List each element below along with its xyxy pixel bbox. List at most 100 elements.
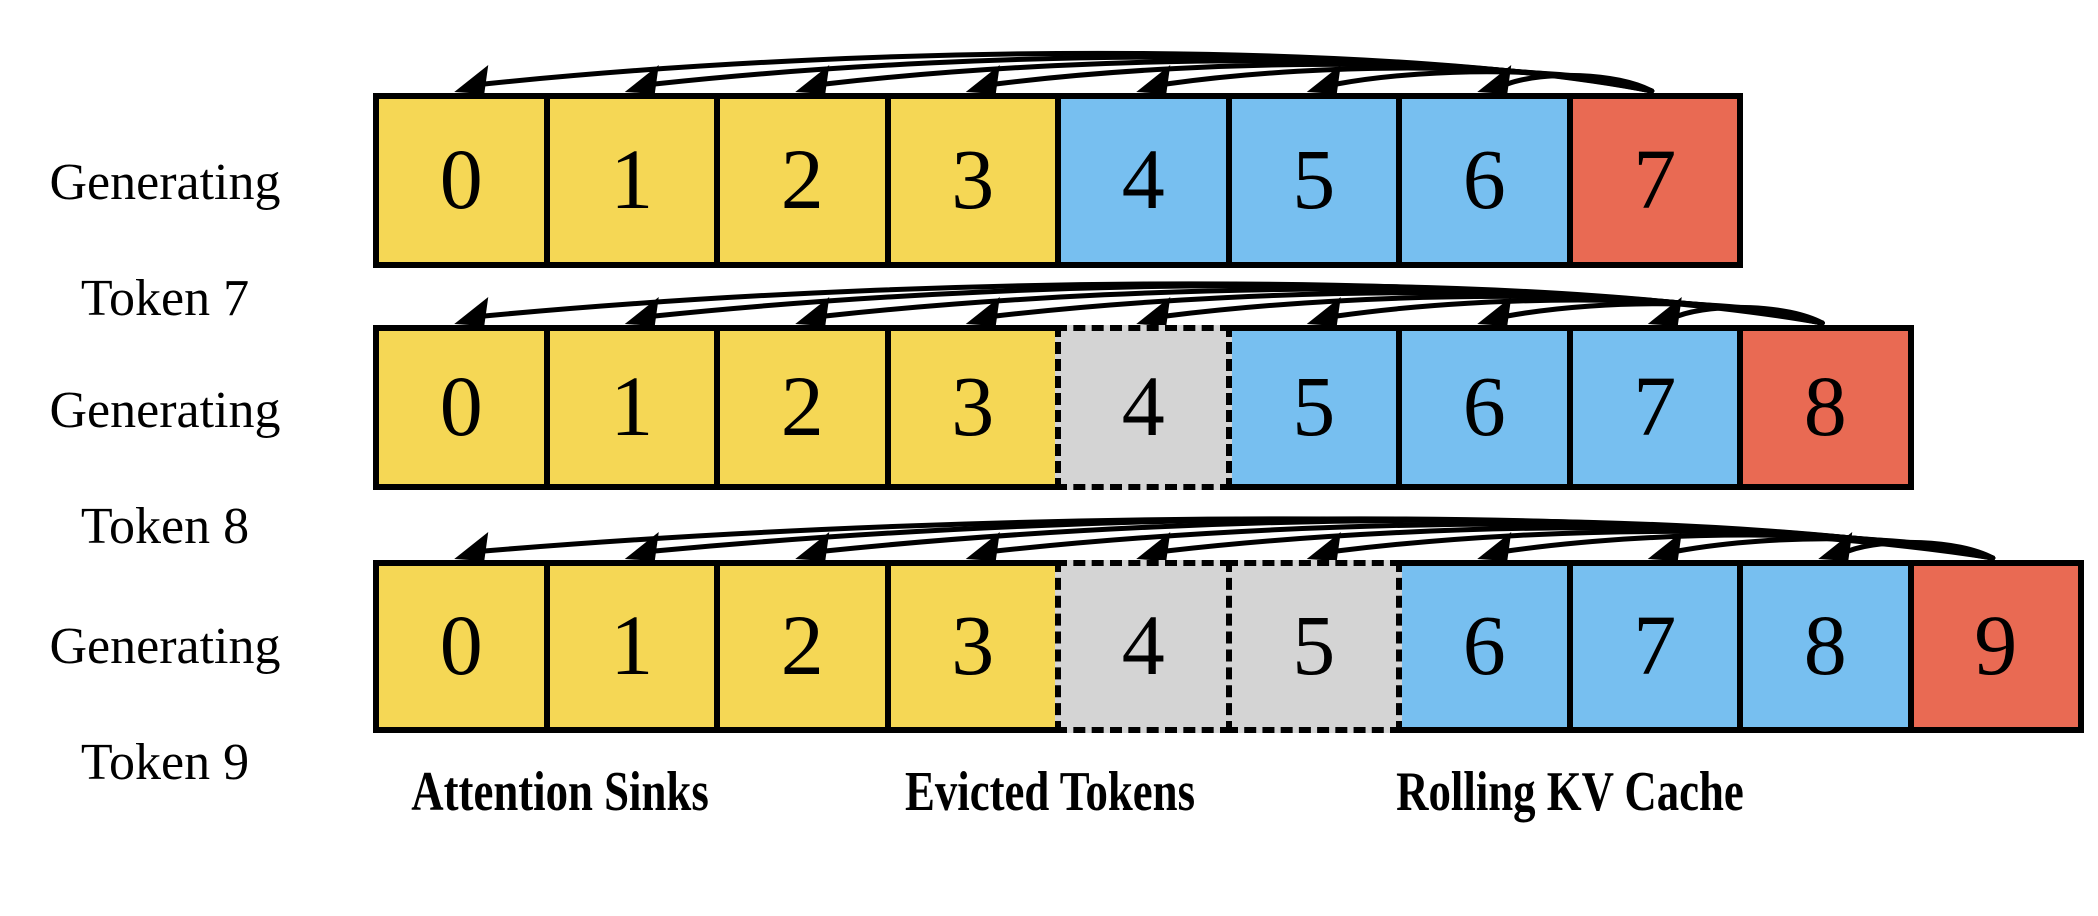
attention-arrow bbox=[993, 521, 1996, 561]
token-index-label: 4 bbox=[1121, 357, 1165, 454]
token-cell-current: 7 bbox=[1566, 93, 1743, 268]
attention-arrow bbox=[1504, 72, 1655, 94]
attention-arrow-head bbox=[1818, 532, 1853, 561]
attention-arrow-head bbox=[624, 297, 659, 326]
token-cell-sink: 3 bbox=[884, 325, 1061, 490]
legend-attention-sinks: Attention Sinks bbox=[360, 762, 760, 822]
token-index-label: 4 bbox=[1121, 130, 1165, 227]
row-label-line-1: Generating bbox=[49, 618, 281, 675]
token-index-label: 1 bbox=[610, 130, 654, 227]
attention-arrow-head bbox=[1306, 65, 1341, 94]
attention-arrow bbox=[652, 282, 1825, 326]
token-cell-evicted: 4 bbox=[1055, 325, 1232, 490]
token-index-label: 6 bbox=[1462, 357, 1506, 454]
token-cell-sink: 0 bbox=[373, 560, 550, 733]
attention-arrow-head bbox=[1306, 297, 1341, 326]
attention-arrow-head bbox=[965, 65, 1000, 94]
attention-arrow-head bbox=[1647, 532, 1682, 561]
attention-arrow-head bbox=[1306, 532, 1341, 561]
attention-arrow-head bbox=[795, 65, 830, 94]
attention-arrow bbox=[822, 58, 1655, 94]
attention-arrow-head bbox=[1477, 532, 1512, 561]
row-label-token-8: Generating Token 8 bbox=[0, 324, 330, 614]
token-index-label: 9 bbox=[1974, 596, 2018, 693]
attention-arrow bbox=[652, 54, 1655, 94]
token-index-label: 2 bbox=[780, 357, 824, 454]
token-cell-cache: 6 bbox=[1396, 560, 1573, 733]
attention-arrow bbox=[1334, 528, 1996, 561]
token-index-label: 3 bbox=[951, 596, 995, 693]
token-cell-evicted: 4 bbox=[1055, 560, 1232, 733]
row-label-line-2: Token 9 bbox=[80, 734, 250, 791]
attention-arrow-head bbox=[1647, 297, 1682, 326]
token-cell-sink: 3 bbox=[884, 560, 1061, 733]
attention-arrow-head bbox=[965, 297, 1000, 326]
row-label-token-9: Generating Token 9 bbox=[0, 560, 330, 850]
attention-arrow-head bbox=[454, 532, 489, 561]
token-index-label: 8 bbox=[1803, 596, 1847, 693]
token-index-label: 5 bbox=[1292, 130, 1336, 227]
attention-arrow bbox=[993, 61, 1655, 94]
token-cell-evicted: 5 bbox=[1225, 560, 1402, 733]
token-index-label: 0 bbox=[439, 596, 483, 693]
attention-arrow-head bbox=[1136, 297, 1171, 326]
token-cell-cache: 6 bbox=[1396, 325, 1573, 490]
attention-arrow bbox=[1675, 304, 1825, 326]
token-index-label: 3 bbox=[951, 130, 995, 227]
token-index-label: 5 bbox=[1292, 357, 1336, 454]
token-index-label: 0 bbox=[439, 357, 483, 454]
attention-arrow bbox=[1163, 525, 1996, 561]
attention-arrow-head bbox=[454, 65, 489, 94]
row-label-token-7: Generating Token 7 bbox=[0, 96, 330, 386]
attention-arrow bbox=[1504, 301, 1825, 326]
token-cell-cache: 7 bbox=[1566, 560, 1743, 733]
token-index-label: 7 bbox=[1633, 357, 1677, 454]
token-cell-sink: 1 bbox=[543, 93, 720, 268]
token-cell-cache: 7 bbox=[1566, 325, 1743, 490]
legend-label: Rolling KV Cache bbox=[1396, 761, 1744, 823]
token-cell-cache: 4 bbox=[1055, 93, 1232, 268]
attention-arrow bbox=[481, 50, 1655, 94]
attention-arrow bbox=[822, 286, 1825, 326]
legend-rolling-kv-cache: Rolling KV Cache bbox=[1346, 762, 1794, 822]
attention-arrow-head bbox=[1477, 65, 1512, 94]
token-index-label: 6 bbox=[1462, 596, 1506, 693]
token-cell-cache: 5 bbox=[1225, 93, 1402, 268]
row-label-line-2: Token 7 bbox=[80, 270, 250, 327]
token-cell-cache: 6 bbox=[1396, 93, 1573, 268]
attention-arrow-head bbox=[454, 297, 489, 326]
token-index-label: 0 bbox=[439, 130, 483, 227]
legend-evicted-tokens: Evicted Tokens bbox=[850, 762, 1250, 822]
token-index-label: 3 bbox=[951, 357, 995, 454]
attention-arrow bbox=[1504, 532, 1996, 561]
attention-arrow bbox=[481, 281, 1825, 326]
token-cell-sink: 2 bbox=[714, 93, 891, 268]
token-cell-sink: 0 bbox=[373, 93, 550, 268]
attention-arrow bbox=[481, 516, 1996, 561]
attention-arrow bbox=[1334, 297, 1825, 326]
row-label-line-1: Generating bbox=[49, 154, 281, 211]
token-cell-sink: 1 bbox=[543, 560, 720, 733]
token-index-label: 7 bbox=[1633, 130, 1677, 227]
token-index-label: 1 bbox=[610, 596, 654, 693]
attention-arrow-head bbox=[795, 532, 830, 561]
token-index-label: 4 bbox=[1121, 596, 1165, 693]
token-index-label: 2 bbox=[780, 130, 824, 227]
attention-arrow bbox=[1163, 65, 1655, 94]
token-cell-sink: 2 bbox=[714, 325, 891, 490]
token-cell-sink: 3 bbox=[884, 93, 1061, 268]
token-index-label: 5 bbox=[1292, 596, 1336, 693]
row-label-line-2: Token 8 bbox=[80, 498, 250, 555]
token-cell-cache: 8 bbox=[1737, 560, 1914, 733]
legend-label: Evicted Tokens bbox=[904, 761, 1196, 823]
token-index-label: 2 bbox=[780, 596, 824, 693]
attention-arrow-head bbox=[1477, 297, 1512, 326]
token-index-label: 8 bbox=[1803, 357, 1847, 454]
attention-arrow-head bbox=[624, 532, 659, 561]
token-index-label: 7 bbox=[1633, 596, 1677, 693]
attention-arrow-head bbox=[1136, 65, 1171, 94]
token-cell-current: 8 bbox=[1737, 325, 1914, 490]
row-label-line-1: Generating bbox=[49, 382, 281, 439]
attention-arrow bbox=[1845, 539, 1996, 561]
